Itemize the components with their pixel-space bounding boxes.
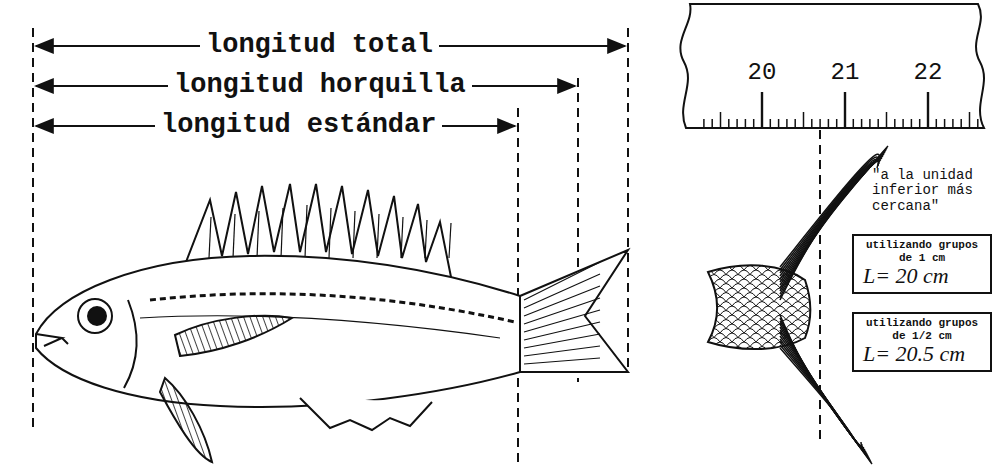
note-text: "a la unidad inferior más cercana" xyxy=(870,168,998,214)
length-value: L= 20.5 cm xyxy=(859,342,985,366)
tail-detail xyxy=(708,146,888,464)
ruler-number: 22 xyxy=(914,60,943,86)
fork-length-label: longitud horquilla xyxy=(168,71,472,101)
result-box: utilizando grupos de 1/2 cmL= 20.5 cm xyxy=(852,312,992,372)
fish-body xyxy=(36,184,628,462)
ruler-number: 20 xyxy=(748,60,777,86)
ruler xyxy=(680,4,984,128)
box-heading: utilizando grupos de 1 cm xyxy=(859,239,985,264)
standard-length-label: longitud estándar xyxy=(155,111,442,141)
length-value: L= 20 cm xyxy=(859,264,985,288)
result-box: utilizando grupos de 1 cmL= 20 cm xyxy=(852,234,992,294)
total-length-label: longitud total xyxy=(200,31,439,61)
box-heading: utilizando grupos de 1/2 cm xyxy=(859,317,985,342)
ruler-number: 21 xyxy=(831,60,860,86)
